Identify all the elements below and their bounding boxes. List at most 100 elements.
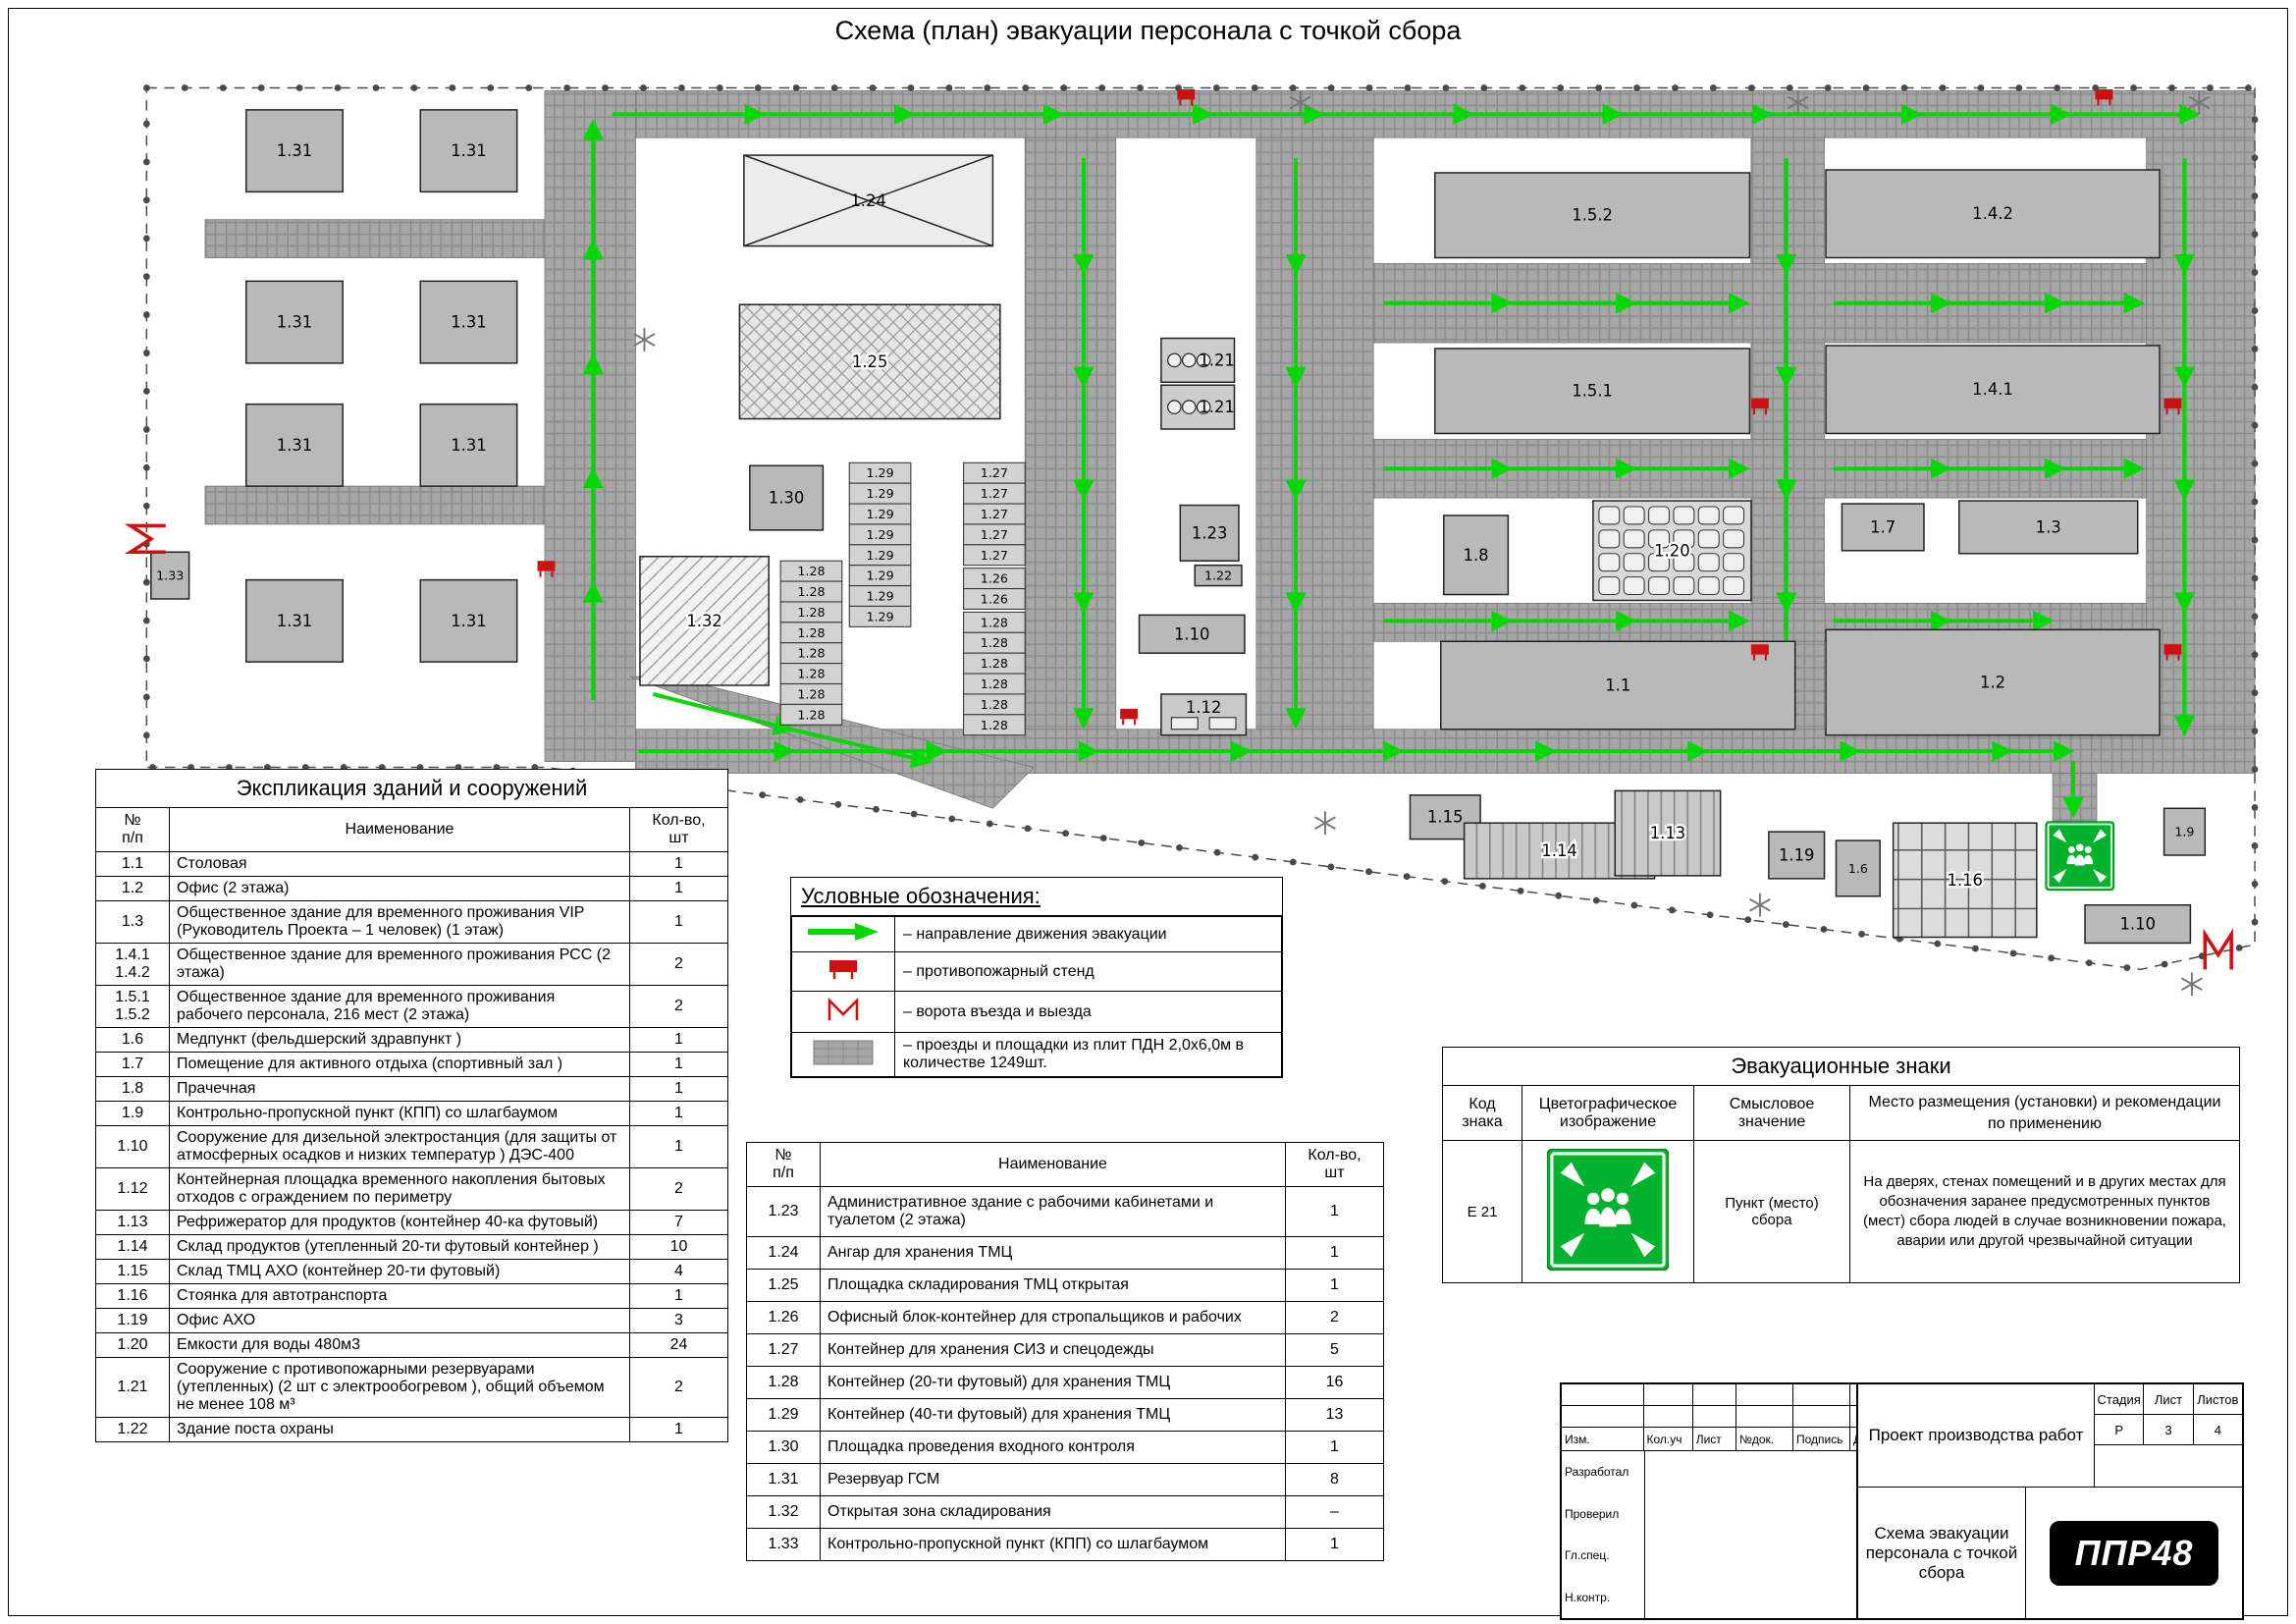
svg-text:1.31: 1.31 xyxy=(451,313,487,332)
svg-text:1.31: 1.31 xyxy=(451,436,487,455)
title-block-left: Изм. Кол.уч Лист №док. Подпись Дата Разр… xyxy=(1562,1384,1858,1618)
sign-placement: На дверях, стенах помещений и в других м… xyxy=(1849,1140,2240,1284)
col-ndok: №док. xyxy=(1735,1428,1793,1451)
svg-text:1.9: 1.9 xyxy=(2174,825,2194,839)
sign-code: Е 21 xyxy=(1442,1140,1522,1284)
plan-building-1.10: 1.10 xyxy=(1138,614,1246,654)
svg-text:1.7: 1.7 xyxy=(1870,517,1896,536)
col-name: Наименование xyxy=(169,807,630,852)
svg-text:1.16: 1.16 xyxy=(1947,871,1983,890)
svg-text:1.24: 1.24 xyxy=(850,191,886,210)
svg-text:1.29: 1.29 xyxy=(866,507,893,521)
svg-text:1.23: 1.23 xyxy=(1192,523,1228,542)
container-stack-1.28: 1.281.281.281.281.281.28 xyxy=(963,611,1026,736)
stage-label: Стадия xyxy=(2095,1384,2145,1414)
plan-building-1.9: 1.9 xyxy=(2163,807,2207,856)
plan-building-1.31: 1.31 xyxy=(419,403,518,487)
stage-value: Р xyxy=(2095,1415,2145,1444)
svg-text:1.21: 1.21 xyxy=(1199,351,1235,369)
plan-building-1.31: 1.31 xyxy=(245,280,344,364)
plan-building-1.10: 1.10 xyxy=(2084,903,2192,945)
svg-text:1.26: 1.26 xyxy=(981,571,1008,586)
role-nkontr: Н.контр. xyxy=(1562,1576,1645,1618)
svg-text:1.13: 1.13 xyxy=(1650,824,1686,842)
svg-text:1.28: 1.28 xyxy=(981,697,1008,712)
plan-building-1.13: 1.13 xyxy=(1614,789,1722,877)
plan-building-1.31: 1.31 xyxy=(419,109,518,193)
gate-icon xyxy=(791,991,895,1033)
plan-building-1.6: 1.6 xyxy=(1835,839,1881,897)
sheet-value: 3 xyxy=(2144,1415,2194,1444)
svg-text:1.31: 1.31 xyxy=(277,141,313,160)
col-num: № п/п xyxy=(95,807,170,852)
svg-text:1.28: 1.28 xyxy=(981,677,1008,691)
svg-text:1.1: 1.1 xyxy=(1605,676,1630,694)
sheet-label: Лист xyxy=(2144,1384,2194,1414)
plan-building-1.21: 1.21 xyxy=(1160,384,1236,430)
legend-row: – проезды и площадки из плит ПДН 2,0х6,0… xyxy=(791,1032,1282,1077)
site-fence xyxy=(143,84,2259,973)
sheets-value: 4 xyxy=(2214,1422,2221,1437)
signs-title: Эвакуационные знаки xyxy=(1442,1047,2240,1085)
table-header-row: № п/п Наименование Кол-во, шт xyxy=(746,1142,1384,1187)
role-glspec: Гл.спец. xyxy=(1562,1535,1645,1577)
title-block-right: Проект производства работ Стадия Лист Ли… xyxy=(1858,1384,2242,1618)
svg-text:1.27: 1.27 xyxy=(981,548,1008,563)
plan-building-1.24: 1.24 xyxy=(743,154,994,247)
plan-building-1.12: 1.12 xyxy=(1160,693,1248,736)
svg-text:1.12: 1.12 xyxy=(1186,698,1222,717)
col-izm: Изм. xyxy=(1562,1428,1644,1451)
svg-text:1.26: 1.26 xyxy=(981,591,1008,606)
svg-text:1.28: 1.28 xyxy=(981,718,1008,732)
svg-text:1.28: 1.28 xyxy=(797,686,825,701)
svg-text:1.20: 1.20 xyxy=(1654,541,1690,560)
fire-stand-icon xyxy=(791,951,895,992)
svg-text:1.27: 1.27 xyxy=(981,486,1008,501)
plan-building-1.1: 1.1 xyxy=(1440,640,1796,731)
buildings-explication-table: Экспликация зданий и сооружений № п/п На… xyxy=(95,769,728,1442)
plan-building-1.25: 1.25 xyxy=(738,303,1001,420)
table-header-row: № п/п Наименование Кол-во, шт xyxy=(95,807,728,852)
plan-building-1.4.2: 1.4.2 xyxy=(1825,169,2161,259)
svg-text:1.4.2: 1.4.2 xyxy=(1972,204,2013,223)
svg-text:1.28: 1.28 xyxy=(797,564,825,578)
plan-building-1.31: 1.31 xyxy=(245,578,344,663)
svg-text:1.22: 1.22 xyxy=(1204,568,1232,583)
container-stack-1.29: 1.291.291.291.291.291.291.291.29 xyxy=(848,461,912,627)
sheets-label: Листов xyxy=(2197,1391,2239,1407)
svg-text:1.29: 1.29 xyxy=(866,486,893,501)
gate-icons xyxy=(124,523,2233,970)
svg-text:1.3: 1.3 xyxy=(2036,517,2061,536)
svg-text:1.31: 1.31 xyxy=(451,141,487,160)
svg-text:1.28: 1.28 xyxy=(797,625,825,640)
svg-text:1.29: 1.29 xyxy=(866,589,893,604)
sign-row: Е 21 Пункт (место) сбора На дверях, стен… xyxy=(1442,1140,2240,1284)
plan-building-1.32: 1.32 xyxy=(639,555,770,686)
col-num: № п/п xyxy=(746,1142,821,1187)
container-stack-1.26: 1.26 1.26 xyxy=(963,568,1026,610)
plan-building-1.21: 1.21 xyxy=(1160,337,1236,384)
legend-row: – направление движения эвакуации xyxy=(791,916,1282,952)
page-title: Схема (план) эвакуации персонала с точко… xyxy=(834,16,1462,45)
svg-text:1.28: 1.28 xyxy=(797,584,825,599)
col-qty: Кол-во, шт xyxy=(629,807,728,852)
